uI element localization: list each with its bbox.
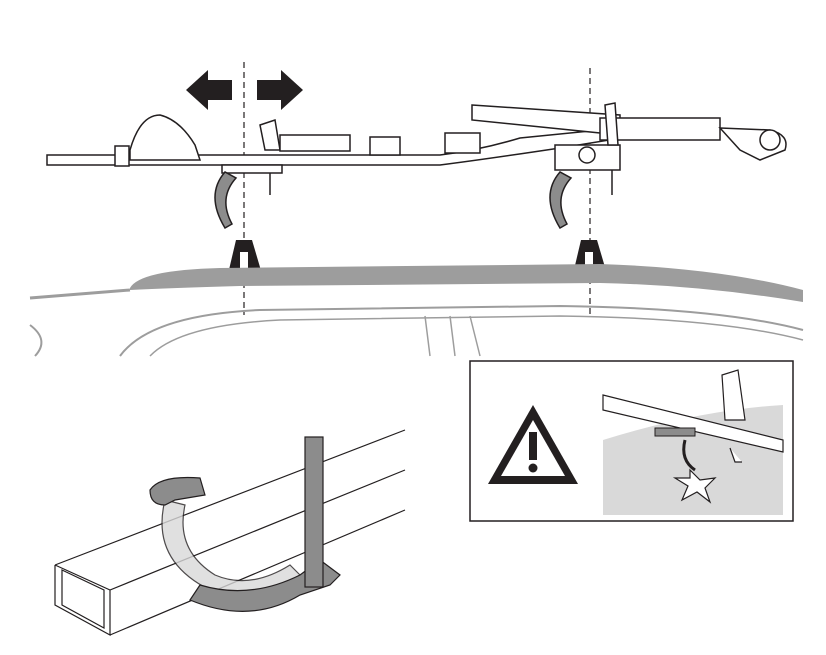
bike-carrier xyxy=(46,102,787,195)
arrow-left-icon xyxy=(186,70,232,110)
arrow-right-icon xyxy=(257,70,303,110)
hook-right xyxy=(549,171,573,230)
hook-left xyxy=(214,171,238,230)
roof-bar-foot-left xyxy=(228,240,262,274)
bar-clamp-detail xyxy=(54,429,406,637)
warning-triangle-icon xyxy=(488,405,578,484)
warning-inset xyxy=(469,360,794,522)
inset-roof-contact-illustration xyxy=(602,369,784,515)
car-roof xyxy=(29,264,804,357)
